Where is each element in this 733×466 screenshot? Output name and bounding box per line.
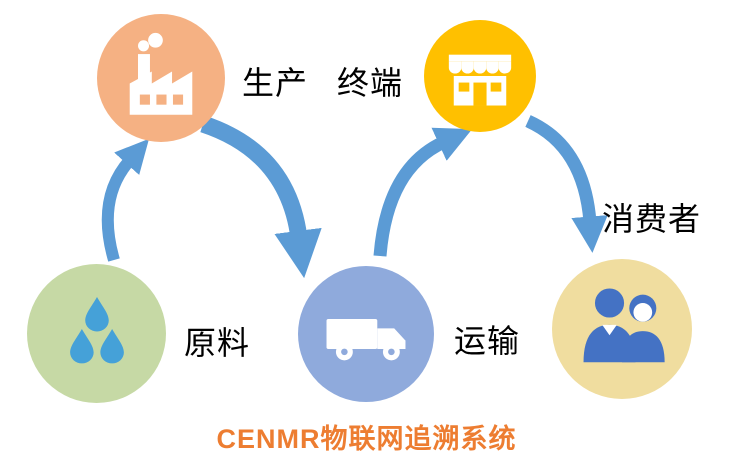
arrow-transport-to-terminal [373,127,473,257]
node-consumer-label: 消费者 [602,201,702,237]
people-icon [583,288,665,363]
node-terminal-label: 终端 [337,65,404,101]
factory-icon [129,32,193,115]
node-consumer-circle [552,259,692,399]
node-material-label: 原料 [184,325,251,361]
node-production-label: 生产 [242,65,309,101]
node-production-circle [97,14,225,142]
truck-icon [326,318,406,361]
arrow-production-to-transport [200,115,322,279]
water-drops-icon [69,296,124,363]
arrow-terminal-to-consumer [525,115,608,253]
storefront-icon [448,54,512,106]
node-transport-circle [298,266,434,402]
node-material-circle [27,264,166,403]
node-transport-label: 运输 [454,323,521,359]
node-terminal-circle [424,20,536,132]
diagram-title: CENMR物联网追溯系统 [216,424,517,454]
arrow-material-to-production [101,138,150,262]
